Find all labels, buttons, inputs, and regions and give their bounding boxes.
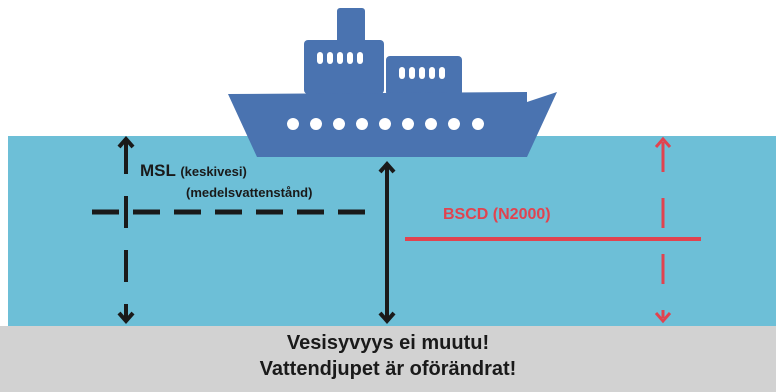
msl-label: MSL (keskivesi) <box>140 161 247 181</box>
water <box>8 136 776 326</box>
bscd-label: BSCD (N2000) <box>443 206 551 223</box>
bscd-depth-arrow <box>654 136 672 324</box>
seabed <box>0 326 776 392</box>
ship-chimney <box>337 8 365 48</box>
ship-upper-windows <box>317 52 363 64</box>
msl-abbrev: MSL <box>140 161 176 180</box>
msl-swedish-label: (medelsvattenstånd) <box>186 185 313 200</box>
msl-finnish-label: (keskivesi) <box>180 164 247 179</box>
ship-cabin-upper <box>304 40 384 94</box>
ship-icon <box>228 8 557 157</box>
ship-hull <box>228 92 557 157</box>
ship-lower-windows <box>399 67 445 79</box>
message-finnish: Vesisyvyys ei muutu! <box>286 332 490 354</box>
message-swedish: Vattendjupet är oförändrat! <box>259 358 517 380</box>
msl-depth-arrow <box>117 135 135 325</box>
depth-message: Vesisyvyys ei muutu! Vattendjupet är ofö… <box>0 330 776 382</box>
ship-portholes <box>287 118 484 130</box>
ship-depth-arrow <box>378 160 396 325</box>
